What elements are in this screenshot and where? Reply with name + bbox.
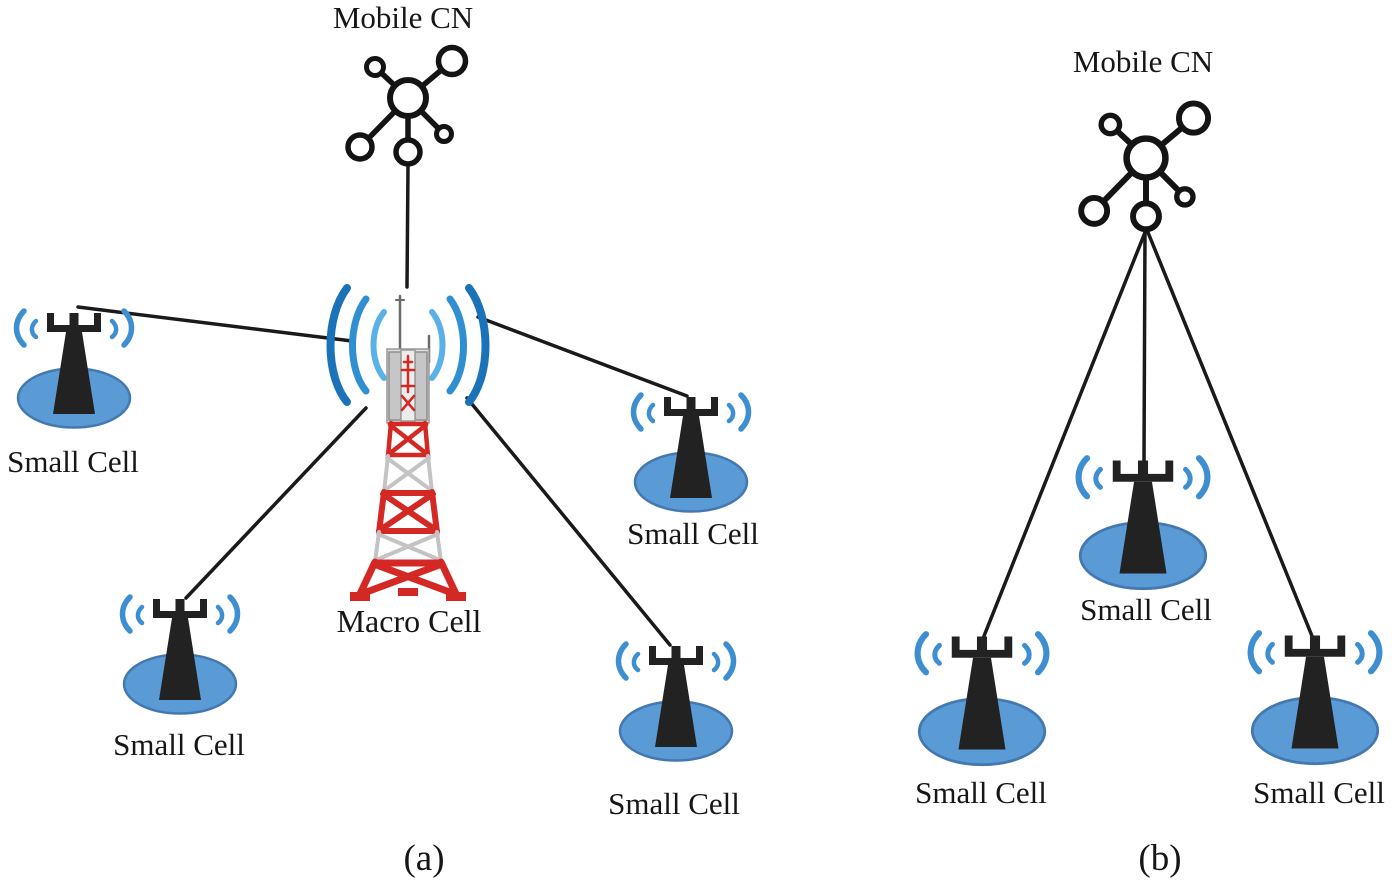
panel-b-small-cell-left-label: Small Cell bbox=[915, 775, 1047, 810]
small-cell-icon-a4 bbox=[619, 644, 734, 761]
panel-a-caption: (a) bbox=[403, 838, 445, 879]
small-cell-icon-a1 bbox=[17, 311, 132, 428]
lattice-section-red-1 bbox=[385, 420, 431, 459]
panel-b bbox=[918, 103, 1380, 764]
panel-a-small-cell-1-label: Small Cell bbox=[7, 444, 139, 479]
lattice-section-gray-2 bbox=[373, 530, 443, 564]
link-macro-to-smallcell-2 bbox=[184, 406, 368, 600]
panel-a-macro-cell-label: Macro Cell bbox=[336, 603, 482, 639]
link-cn-to-smallcell-left bbox=[982, 228, 1148, 638]
mobile-cn-hub-icon bbox=[348, 48, 466, 165]
lattice-section-gray-1 bbox=[382, 454, 434, 494]
panel-a-small-cell-2-label: Small Cell bbox=[113, 727, 245, 762]
small-cell-icon-b3 bbox=[1251, 633, 1380, 763]
panel-a-mobile-cn-label: Mobile CN bbox=[332, 0, 474, 35]
lattice-section-red-2 bbox=[376, 489, 440, 535]
small-cell-icon-a2 bbox=[123, 597, 238, 714]
small-cell-icon-b1 bbox=[918, 634, 1047, 764]
panel-b-caption: (b) bbox=[1138, 838, 1182, 879]
panel-b-mobile-cn-label: Mobile CN bbox=[1072, 44, 1214, 79]
macro-cell-tower-icon bbox=[350, 294, 466, 601]
panel-b-small-cell-right-label: Small Cell bbox=[1253, 775, 1385, 810]
macro-radio-waves-icon bbox=[326, 284, 490, 406]
panel-b-small-cell-middle-label: Small Cell bbox=[1080, 592, 1212, 627]
small-cell-icon-b2 bbox=[1079, 458, 1208, 588]
panel-a-small-cell-4-label: Small Cell bbox=[608, 786, 740, 821]
link-cn-to-smallcell-middle bbox=[1142, 228, 1147, 463]
panel-a-small-cell-3-label: Small Cell bbox=[627, 516, 759, 551]
lattice-section-red-3 bbox=[355, 558, 461, 600]
small-cell-icon-a3 bbox=[634, 395, 749, 512]
link-macro-to-smallcell-4 bbox=[465, 396, 672, 647]
cabinet-red-detail bbox=[400, 354, 416, 412]
link-cn-to-macro bbox=[405, 164, 410, 289]
link-macro-to-smallcell-1 bbox=[76, 305, 354, 343]
mobile-cn-hub-icon bbox=[1081, 103, 1208, 229]
link-macro-to-smallcell-3 bbox=[476, 315, 689, 398]
link-cn-to-smallcell-right bbox=[1145, 228, 1314, 638]
panel-a bbox=[17, 48, 749, 761]
